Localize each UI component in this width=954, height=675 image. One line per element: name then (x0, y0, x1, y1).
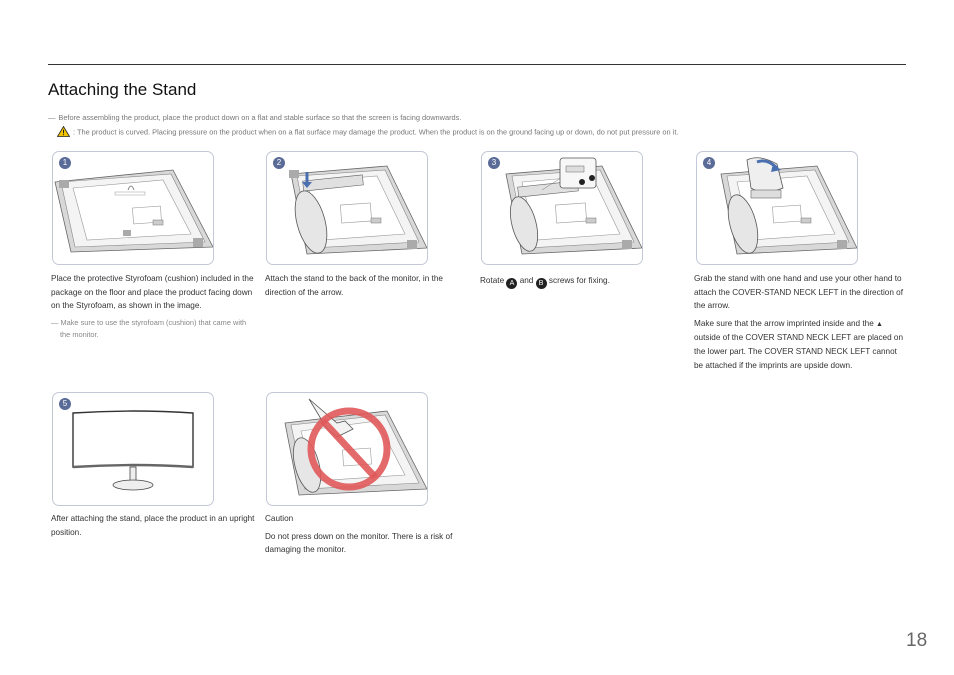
step-3-text-pre: Rotate (480, 276, 505, 285)
note-mark: ― (51, 317, 59, 327)
screw-a-label: A (506, 278, 518, 289)
assembly-note-text: Before assembling the product, place the… (58, 113, 462, 122)
step-4-text-2-post: outside of the COVER STAND NECK LEFT are… (694, 333, 904, 370)
step-1-note-text: Make sure to use the styrofoam (cushion)… (60, 317, 247, 340)
step-4-illustration: 4 (696, 151, 858, 265)
curved-caution-note: : The product is curved. Placing pressur… (56, 125, 679, 139)
step-3-description: Rotate A and B screws for fixing. (480, 274, 686, 289)
step-3-illustration: 3 (481, 151, 643, 265)
step-5-description: After attaching the stand, place the pro… (51, 512, 257, 543)
page-title: Attaching the Stand (48, 80, 197, 99)
caution-text: Do not press down on the monitor. There … (265, 531, 453, 555)
attach-cover-drawing (720, 157, 857, 255)
header-rule (48, 64, 906, 65)
curved-caution-text: : The product is curved. Placing pressur… (73, 127, 679, 137)
step-3-text-post: screws for fixing. (548, 276, 610, 285)
step-number-badge: 1 (59, 157, 71, 169)
step-1-description: Place the protective Styrofoam (cushion)… (51, 272, 257, 342)
fix-screws-drawing (505, 157, 642, 255)
step-4-description: Grab the stand with one hand and use you… (694, 272, 904, 376)
step-4-text-2-pre: Make sure that the arrow imprinted insid… (694, 318, 874, 328)
step-5-illustration: 5 (52, 392, 214, 506)
step-1-note: ― Make sure to use the styrofoam (cushio… (51, 317, 257, 342)
step-1-text: Place the protective Styrofoam (cushion)… (51, 274, 254, 311)
step-2-text: Attach the stand to the back of the moni… (265, 274, 443, 297)
step-1-illustration: 1 (52, 151, 214, 265)
screw-b-label: B (535, 278, 547, 289)
step-5-text: After attaching the stand, place the pro… (51, 514, 255, 537)
step-4-text-1: Grab the stand with one hand and use you… (694, 274, 904, 311)
step-2-description: Attach the stand to the back of the moni… (265, 272, 471, 303)
page-number: 18 (906, 630, 928, 651)
caution-title: Caution (265, 514, 294, 523)
step-number-badge: 4 (703, 157, 715, 169)
step-3-text-and: and (519, 276, 534, 285)
step-number-badge: 3 (488, 157, 500, 169)
attach-stand-drawing (289, 165, 427, 255)
step-4-text-2: Make sure that the arrow imprinted insid… (694, 317, 904, 372)
step-number-badge: 2 (273, 157, 285, 169)
step-2-illustration: 2 (266, 151, 428, 265)
monitor-on-cushion-drawing (54, 169, 213, 253)
warning-icon (56, 125, 71, 139)
no-pressure-drawing (284, 398, 427, 496)
caution-description: Caution Do not press down on the monitor… (265, 512, 475, 561)
assembly-note: ―Before assembling the product, place th… (48, 113, 461, 122)
note-mark: ― (48, 113, 56, 122)
upright-monitor-drawing (72, 410, 194, 491)
triangle-up-icon: ▲ (876, 320, 883, 328)
caution-illustration (266, 392, 428, 506)
step-number-badge: 5 (59, 398, 71, 410)
